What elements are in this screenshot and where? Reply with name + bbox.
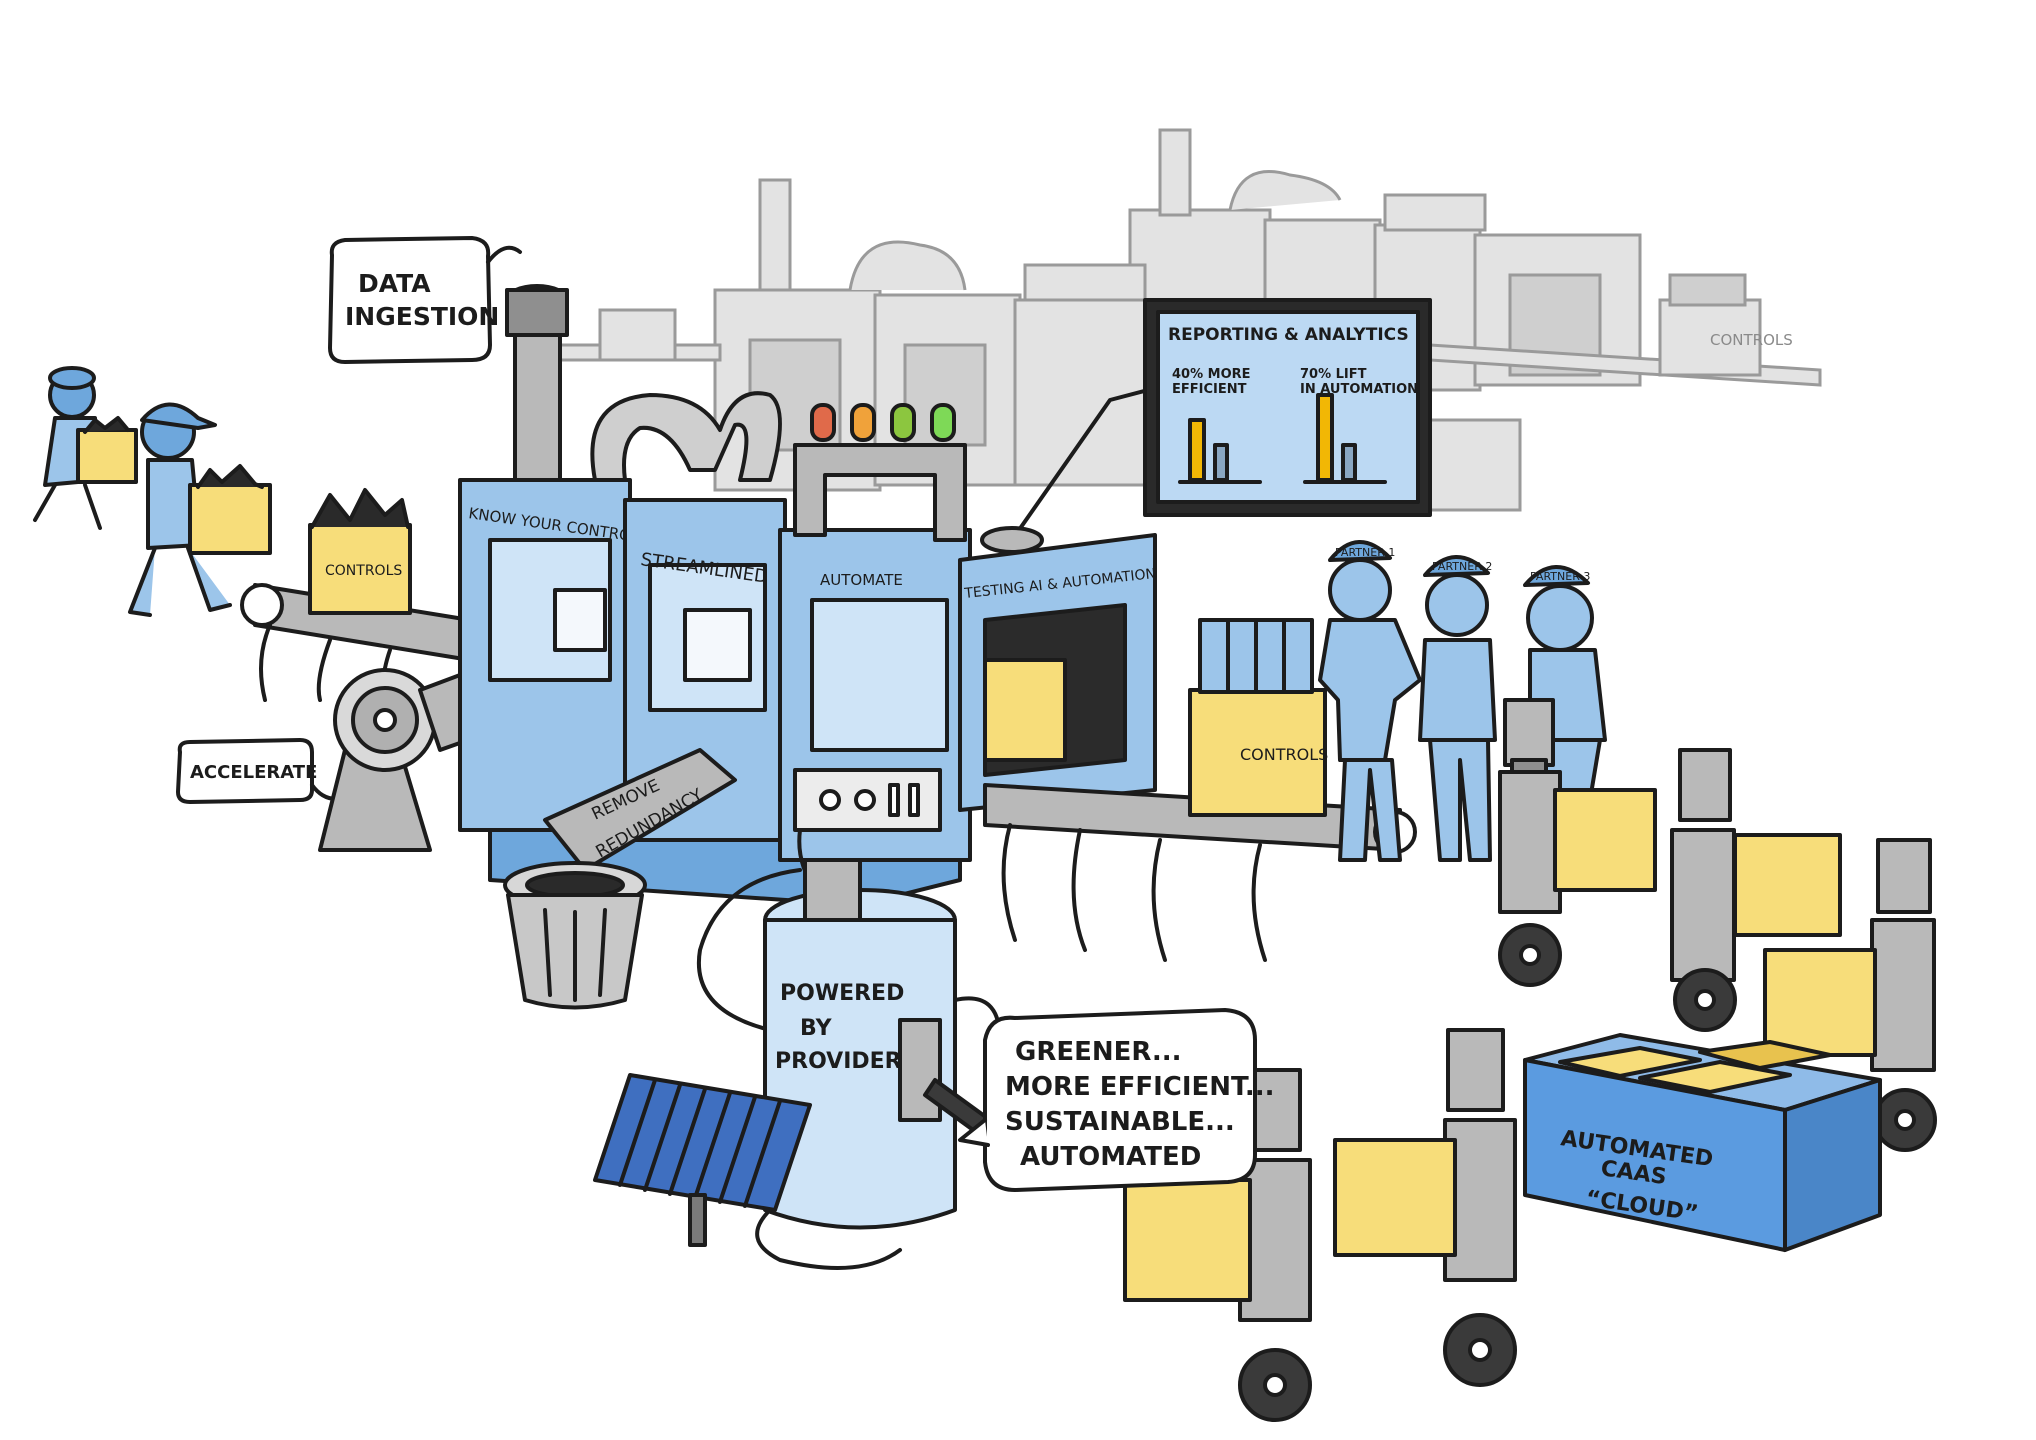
ghost-arch	[1023, 263, 1147, 302]
controls-small-label: CONTROLS	[325, 563, 402, 579]
speech-line-2: MORE EFFICIENT...	[1005, 1072, 1274, 1102]
controls-box-small	[308, 523, 412, 615]
partner1-label: PARTNER 1	[1335, 546, 1395, 559]
light-orange	[850, 403, 876, 442]
ghost-box	[598, 308, 677, 362]
monitor-title: REPORTING & ANALYTICS	[1168, 325, 1409, 345]
data-ingestion-label: DATA	[358, 269, 431, 298]
powered-label-3: PROVIDER	[775, 1049, 902, 1074]
ghost-duct	[1228, 170, 1342, 211]
robot-2	[1670, 748, 1842, 1032]
ghost-chimney	[1158, 128, 1192, 217]
box-in-tunnel	[983, 658, 1067, 762]
stat1-label: 40% MORE	[1172, 367, 1251, 382]
bar-70-base	[1341, 443, 1357, 482]
greener-callout: GREENER... MORE EFFICIENT... SUSTAINABLE…	[958, 1008, 1274, 1192]
automate-label: AUTOMATE	[820, 571, 903, 589]
speech-line-3: SUSTAINABLE...	[1005, 1107, 1235, 1137]
data-ingestion-callout: DATA INGESTION	[328, 236, 522, 364]
light-red	[810, 403, 836, 442]
worker-left-1	[33, 366, 138, 530]
powered-label-2: BY	[800, 1016, 833, 1041]
ghost-binders	[1668, 273, 1747, 307]
data-ingestion-label-2: INGESTION	[345, 302, 499, 331]
ghost-chimney	[758, 178, 792, 292]
partner3-label: PARTNER 3	[1530, 570, 1590, 583]
bar-70	[1316, 393, 1334, 482]
speech-line-4: AUTOMATED	[1020, 1142, 1201, 1172]
power-unit: POWERED BY PROVIDER	[696, 828, 1002, 1270]
controls-big-label: CONTROLS	[1240, 745, 1328, 764]
robot-1	[1498, 698, 1657, 987]
ghost-duct	[848, 240, 967, 291]
stat1-label-2: EFFICIENT	[1172, 382, 1247, 397]
ghost-box	[1418, 418, 1522, 512]
partner2-label: PARTNER 2	[1432, 560, 1492, 573]
speech-line-1: GREENER...	[1015, 1037, 1182, 1067]
controls-box-big	[1188, 688, 1327, 817]
light-green	[890, 403, 916, 442]
stat2-label: 70% LIFT	[1300, 367, 1367, 382]
solar-panel	[593, 1073, 812, 1247]
powered-label-1: POWERED	[780, 981, 904, 1006]
input-conveyor: CONTROLS	[240, 488, 472, 702]
light-lime	[930, 403, 956, 442]
ghost-arch	[1383, 193, 1487, 232]
robot-4	[1333, 1028, 1517, 1387]
partner-1: PARTNER 1	[1318, 540, 1422, 862]
trash-can	[503, 861, 647, 1010]
partner-2: PARTNER 2	[1418, 555, 1497, 862]
output-conveyor: CONTROLS	[983, 618, 1417, 962]
streamline-duct	[590, 391, 782, 482]
caas-cloud-bin: AUTOMATED CAAS “CLOUD”	[1523, 1033, 1882, 1252]
reporting-monitor: REPORTING & ANALYTICS 40% MORE EFFICIENT…	[980, 298, 1432, 554]
robot-3	[1763, 838, 1937, 1152]
redundancy-chute	[543, 748, 737, 872]
bar-40	[1188, 418, 1206, 482]
accelerate-label: ACCELERATE	[190, 762, 317, 783]
status-arch	[793, 443, 967, 542]
bar-40-base	[1213, 443, 1229, 482]
ghost-controls-label: CONTROLS	[1710, 331, 1793, 349]
worker-left-2	[128, 402, 272, 617]
